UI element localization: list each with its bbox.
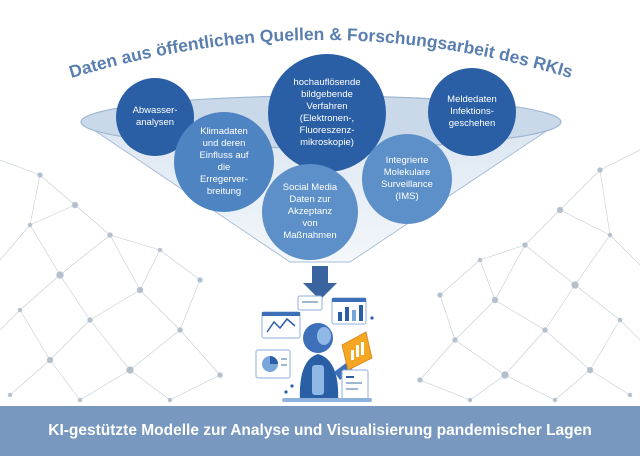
source-klimadaten: Klimadaten und deren Einfluss auf die Er… bbox=[174, 112, 274, 212]
source-bildgebung: hochauflösende bildgebende Verfahren (El… bbox=[268, 54, 386, 172]
source-ims-label: Integrierte Molekulare Surveillance (IMS… bbox=[381, 155, 433, 202]
ai-robot-illustration bbox=[255, 295, 374, 402]
down-arrow-icon bbox=[303, 266, 337, 300]
network-pattern-left bbox=[0, 159, 223, 403]
pie-chart-icon bbox=[255, 349, 291, 379]
source-abwasser-label: Abwasser- analysen bbox=[132, 105, 178, 128]
source-bildgebung-label: hochauflösende bildgebende Verfahren (El… bbox=[293, 77, 361, 148]
source-social-media: Social Media Daten zur Akzeptanz von Maß… bbox=[262, 164, 358, 260]
orange-bar-chart-icon bbox=[341, 331, 373, 371]
source-ims: Integrierte Molekulare Surveillance (IMS… bbox=[362, 134, 452, 224]
source-social-media-label: Social Media Daten zur Akzeptanz von Maß… bbox=[282, 182, 338, 241]
footer-text: KI-gestützte Modelle zur Analyse und Vis… bbox=[48, 422, 592, 439]
source-meldedaten: Meldedaten Infektions- geschehen bbox=[428, 68, 516, 156]
bar-chart-icon bbox=[331, 297, 367, 325]
footer-banner: KI-gestützte Modelle zur Analyse und Vis… bbox=[0, 406, 640, 456]
line-chart-icon bbox=[261, 311, 301, 339]
source-klimadaten-label: Klimadaten und deren Einfluss auf die Er… bbox=[199, 126, 249, 197]
source-meldedaten-label: Meldedaten Infektions- geschehen bbox=[447, 94, 497, 129]
network-pattern-right bbox=[417, 149, 640, 403]
